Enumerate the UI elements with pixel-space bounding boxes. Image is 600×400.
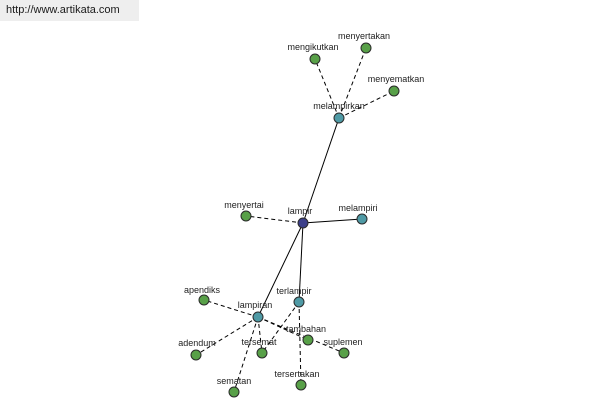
node-terlampir[interactable] <box>293 296 305 308</box>
edge-lampir-terlampir <box>298 222 304 303</box>
node-label-adendum[interactable]: adendum <box>178 338 216 348</box>
node-adendum[interactable] <box>190 349 202 361</box>
node-label-tersertakan[interactable]: tersertakan <box>274 369 319 379</box>
node-label-lampir[interactable]: lampir <box>288 206 313 216</box>
node-label-terlampir[interactable]: terlampir <box>276 286 311 296</box>
edge-terlampir-tersemat <box>261 301 300 354</box>
node-label-menyematkan[interactable]: menyematkan <box>368 74 425 84</box>
node-melampiri[interactable] <box>356 213 368 225</box>
edge-lampir-melampiri <box>302 218 363 224</box>
node-label-menyertakan[interactable]: menyertakan <box>338 31 390 41</box>
edge-lampiran-suplemen <box>257 316 345 354</box>
edge-lampir-menyertai <box>245 215 304 224</box>
node-lampir[interactable] <box>297 217 309 229</box>
node-tambahan[interactable] <box>302 334 314 346</box>
node-label-menyertai[interactable]: menyertai <box>224 200 264 210</box>
node-melampirkan[interactable] <box>333 112 345 124</box>
node-layer <box>190 42 400 398</box>
edge-melampirkan-menyertakan <box>338 47 367 119</box>
node-lampiran[interactable] <box>252 311 264 323</box>
node-label-sematan[interactable]: sematan <box>217 376 252 386</box>
node-label-suplemen[interactable]: suplemen <box>323 337 362 347</box>
source-url-banner: http://www.artikata.com <box>0 0 139 21</box>
node-label-melampiri[interactable]: melampiri <box>338 203 377 213</box>
edge-lampiran-adendum <box>195 316 259 356</box>
node-mengikutkan[interactable] <box>309 53 321 65</box>
edge-lampir-melampirkan <box>302 117 340 224</box>
node-label-apendiks[interactable]: apendiks <box>184 285 221 295</box>
node-tersemat[interactable] <box>256 347 268 359</box>
node-menyematkan[interactable] <box>388 85 400 97</box>
node-label-melampirkan[interactable]: melampirkan <box>313 101 365 111</box>
edge-lampir-lampiran <box>257 222 304 318</box>
source-url[interactable]: http://www.artikata.com <box>6 4 120 16</box>
node-label-tambahan[interactable]: tambahan <box>286 324 326 334</box>
node-menyertai[interactable] <box>240 210 252 222</box>
edge-layer <box>195 47 395 393</box>
edge-melampirkan-menyematkan <box>338 90 395 119</box>
node-tersertakan[interactable] <box>295 379 307 391</box>
edge-lampiran-tersemat <box>257 316 263 354</box>
node-label-lampiran[interactable]: lampiran <box>238 300 273 310</box>
node-label-tersemat[interactable]: tersemat <box>241 337 277 347</box>
node-sematan[interactable] <box>228 386 240 398</box>
node-suplemen[interactable] <box>338 347 350 359</box>
node-menyertakan[interactable] <box>360 42 372 54</box>
edge-lampiran-sematan <box>233 316 259 393</box>
edge-melampirkan-mengikutkan <box>314 58 340 119</box>
node-label-mengikutkan[interactable]: mengikutkan <box>287 42 338 52</box>
node-apendiks[interactable] <box>198 294 210 306</box>
edge-lampiran-apendiks <box>203 299 259 318</box>
